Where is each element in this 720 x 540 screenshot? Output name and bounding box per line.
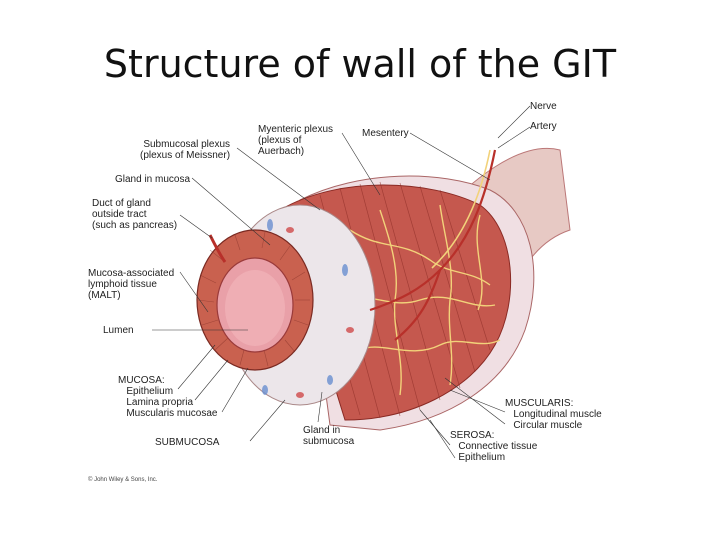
label-malt: Mucosa-associated lymphoid tissue (MALT) <box>88 268 175 301</box>
label-muscularis: MUSCULARIS: Longitudinal muscle Circular… <box>505 398 602 431</box>
label-duct-of-gland: Duct of gland outside tract (such as pan… <box>92 198 178 231</box>
label-artery: Artery <box>530 121 557 132</box>
label-gland-in-mucosa: Gland in mucosa <box>115 174 191 185</box>
label-submucosal-plexus: Submucosal plexus (plexus of Meissner) <box>140 139 231 161</box>
label-lumen: Lumen <box>103 325 134 336</box>
label-myenteric-plexus: Myenteric plexus (plexus of Auerbach) <box>258 124 334 157</box>
label-mesentery: Mesentery <box>362 128 409 139</box>
label-nerve: Nerve <box>530 101 557 112</box>
copyright-note: © John Wiley & Sons, Inc. <box>88 477 158 483</box>
label-gland-in-submucosa: Gland in submucosa <box>303 425 355 447</box>
slide-title: Structure of wall of the GIT <box>103 42 617 86</box>
label-mucosa: MUCOSA: Epithelium Lamina propria Muscul… <box>118 375 218 419</box>
label-serosa: SEROSA: Connective tissue Epithelium <box>450 430 538 463</box>
label-submucosa: SUBMUCOSA <box>155 437 220 448</box>
